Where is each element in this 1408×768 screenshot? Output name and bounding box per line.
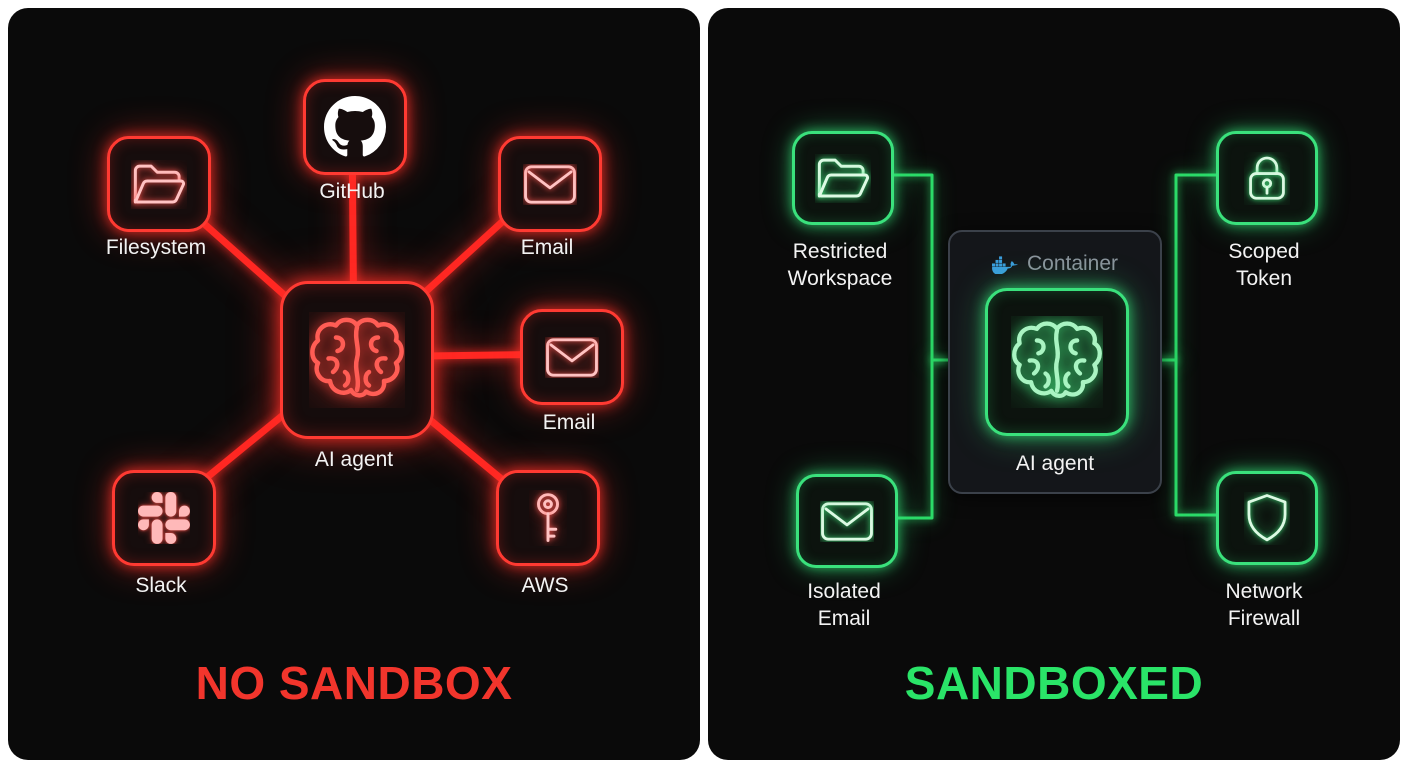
no-sandbox-title: NO SANDBOX [195,657,513,709]
container-header: Container [950,252,1160,276]
email-icon [821,501,873,541]
wire-network-firewall [1158,358,1216,517]
label-line: Network [1225,580,1303,603]
isolated-email-label: Isolated Email [807,578,881,632]
brain-icon [1012,321,1102,398]
docker-icon [991,255,1018,274]
brain-icon [310,317,404,398]
github-label: GitHub [319,180,385,203]
ai-agent-label: AI agent [1015,452,1095,475]
slack-icon [138,492,190,544]
email-right-node [520,309,624,405]
ai-agent-box [985,288,1129,436]
no-sandbox-panel: Filesystem GitHub Email Email [8,8,700,760]
wire-restricted-workspace [888,173,948,362]
wire-isolated-email [892,358,948,520]
restricted-workspace-label: Restricted Workspace [788,238,893,292]
sandboxed-panel: Restricted Workspace Scoped Token Isolat… [708,8,1400,760]
sandboxed-title: SANDBOXED [904,657,1204,709]
slack-label: Slack [135,574,187,597]
container-box: Container AI agent [948,230,1162,494]
shield-icon [1247,493,1287,541]
github-icon [324,96,386,157]
key-icon [537,493,559,542]
restricted-workspace-node [792,131,894,225]
network-firewall-node [1216,471,1318,565]
slack-node [112,470,216,566]
scoped-token-node [1216,131,1318,225]
container-label: Container [1026,252,1119,275]
label-line: Email [817,607,871,630]
aws-label: AWS [521,574,569,597]
label-line: Restricted [792,240,888,263]
label-line: Isolated [807,580,881,603]
filesystem-node [107,136,211,232]
label-line: Scoped [1228,240,1300,263]
github-node [303,79,407,175]
email-top-node [498,136,602,232]
network-firewall-label: Network Firewall [1225,578,1302,632]
folder-icon [133,164,186,203]
email-icon [546,337,598,377]
label-line: Firewall [1227,607,1301,630]
wire-scoped-token [1158,173,1216,362]
lock-icon [1249,156,1285,200]
aws-node [496,470,600,566]
folder-icon [817,158,870,197]
email-right-label: Email [542,411,596,434]
email-top-label: Email [520,236,574,259]
ai-agent-box [280,281,434,439]
label-line: Token [1235,267,1293,290]
scoped-token-label: Scoped Token [1228,238,1299,292]
email-icon [524,164,576,204]
label-line: Workspace [787,267,893,290]
filesystem-label: Filesystem [105,236,207,259]
isolated-email-node [796,474,898,568]
ai-agent-label: AI agent [314,448,394,471]
